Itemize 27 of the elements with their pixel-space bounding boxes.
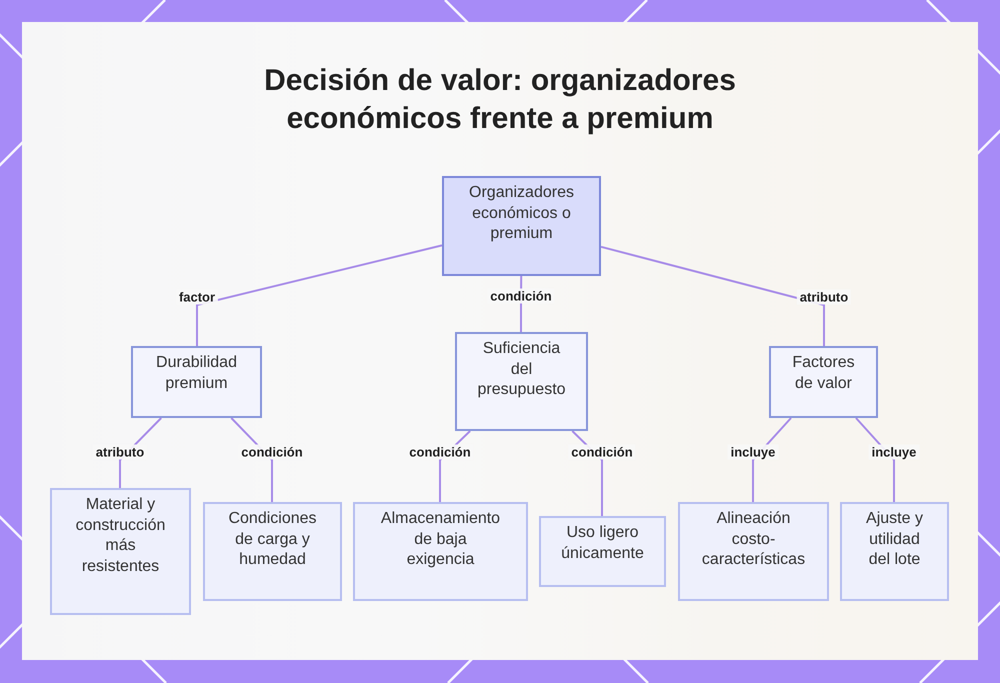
concept-box — [840, 502, 949, 601]
edge-label: atributo — [796, 290, 852, 304]
edge-label: incluye — [728, 444, 778, 460]
connector-line — [196, 244, 442, 346]
concept-box — [50, 488, 191, 615]
edge-label: condición — [568, 444, 636, 460]
box-text: Durabilidad premium — [155, 353, 238, 394]
concept-box — [678, 502, 829, 601]
box-text: Ajuste y utilidad del lote — [865, 509, 924, 570]
box-text: Suficiencia del presupuesto — [476, 339, 567, 400]
diagram-title: Decisión de valor: organizadores económicos frente a premium — [263, 63, 737, 137]
concept-box — [455, 332, 588, 431]
box-text: Organizadores económicos o premium — [468, 183, 575, 244]
box-text: Factores de valor — [791, 353, 856, 394]
box-text: Almacenamiento de baja exigencia — [380, 509, 501, 570]
connector-line — [600, 246, 825, 346]
concept-box — [203, 502, 342, 601]
concept-box — [442, 176, 601, 276]
concept-box — [353, 502, 528, 601]
box-text: Alineación costo-características — [700, 509, 806, 570]
concept-box — [539, 516, 666, 587]
box-text: Uso ligero únicamente — [560, 523, 645, 564]
box-text: Material y construcción más resistentes — [74, 495, 166, 576]
edge-label: incluye — [868, 444, 920, 460]
box-text: Condiciones de carga y humedad — [227, 509, 318, 570]
concept-box — [131, 346, 262, 418]
concept-box — [769, 346, 878, 418]
